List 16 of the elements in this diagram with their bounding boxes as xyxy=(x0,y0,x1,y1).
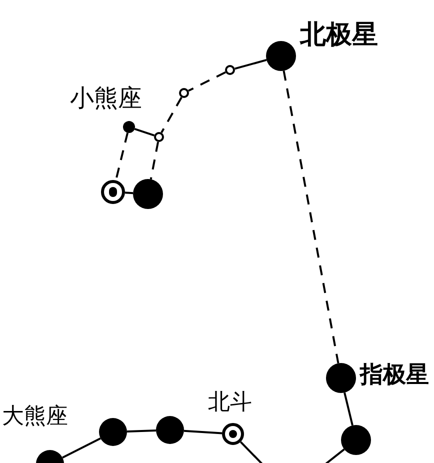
star-name: 北极星 xyxy=(300,22,378,48)
constellation-name: 小熊座 xyxy=(70,86,142,110)
constellation-line xyxy=(62,437,101,459)
constellation-line xyxy=(134,128,155,136)
constellation-line xyxy=(184,430,222,434)
star-name: 指极星 xyxy=(360,364,429,387)
constellation-line xyxy=(160,96,182,134)
constellation-line xyxy=(344,392,354,426)
constellation-line xyxy=(124,192,134,194)
constellation-name: 大熊座 xyxy=(2,406,68,428)
constellation-line xyxy=(282,70,340,364)
constellation-line xyxy=(150,142,160,180)
constellation-line xyxy=(234,59,267,70)
constellation-line xyxy=(188,71,226,92)
constellation-name: 北斗 xyxy=(208,392,252,414)
constellation-line xyxy=(126,430,156,432)
